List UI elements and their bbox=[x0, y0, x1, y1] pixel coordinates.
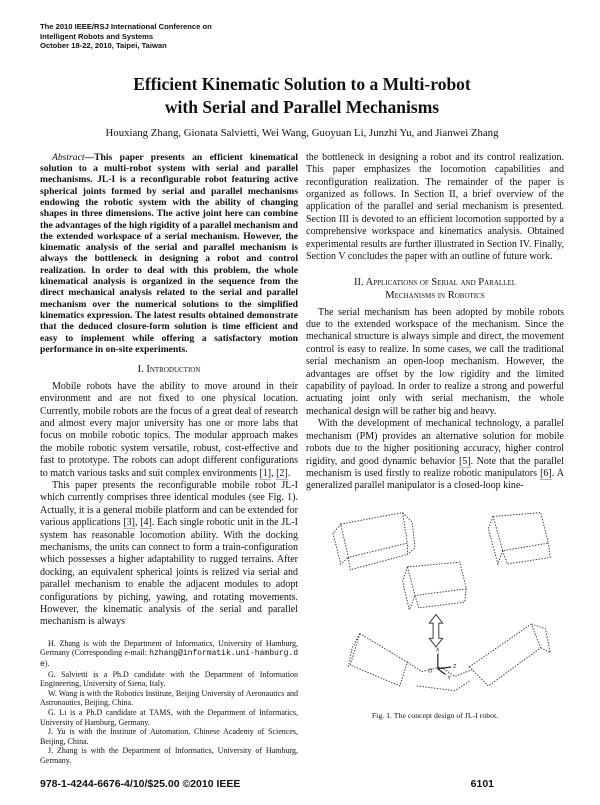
paragraph: Mobile robots have the ability to move a… bbox=[40, 381, 298, 480]
robot-module-top-left bbox=[332, 511, 416, 571]
citation-link[interactable]: [5] bbox=[458, 455, 471, 468]
conference-line: October 18-22, 2010, Taipei, Taiwan bbox=[40, 41, 167, 51]
abstract: Abstract—This paper presents an efficien… bbox=[40, 152, 298, 355]
conference-info: The 2010 IEEE/RSJ International Conferen… bbox=[40, 22, 564, 51]
right-column: the bottleneck in designing a robot and … bbox=[306, 152, 564, 766]
isbn-copyright: 978-1-4244-6676-4/10/$25.00 ©2010 IEEE bbox=[40, 777, 241, 790]
citation-link[interactable]: [1] bbox=[259, 467, 272, 480]
footnote: W. Wang is with the Robotics Institute, … bbox=[40, 688, 298, 708]
paragraph: the bottleneck in designing a robot and … bbox=[306, 151, 564, 263]
axis-label-x: X bbox=[436, 647, 440, 653]
double-arrow-icon bbox=[428, 613, 444, 648]
robot-module-center bbox=[402, 561, 468, 612]
paragraph: This paper presents the reconfigurable m… bbox=[40, 480, 298, 629]
citation-link[interactable]: [3] bbox=[123, 517, 135, 530]
text: , bbox=[271, 467, 277, 479]
text: This paper presents the reconfigurable m… bbox=[40, 479, 298, 529]
footnote: G. Li is a Ph.D candidate at TAMS, with … bbox=[40, 708, 298, 727]
figure-caption: Fig. 1. The concept design of JL-I robot… bbox=[371, 710, 499, 720]
email-link[interactable]: hzhang@informatik.uni-hamburg.de bbox=[40, 649, 298, 670]
text: ). bbox=[44, 659, 50, 669]
paragraph: With the development of mechanical techn… bbox=[306, 418, 564, 492]
citation-link[interactable]: [6] bbox=[540, 467, 552, 480]
title-line: with Serial and Parallel Mechanisms bbox=[164, 96, 440, 117]
robot-train-configuration bbox=[347, 623, 551, 691]
footnote: J. Yu is with the Institute of Automatio… bbox=[40, 727, 298, 746]
author-list: Houxiang Zhang, Gionata Salvietti, Wei W… bbox=[105, 126, 499, 139]
figure-robot-concept: X Z Y O bbox=[332, 511, 551, 691]
robot-module-top-right bbox=[487, 511, 551, 566]
axis-label-y: Y bbox=[447, 675, 451, 681]
page-footer: 978-1-4244-6676-4/10/$25.00 ©2010 IEEE 6… bbox=[40, 778, 494, 791]
abstract-text: —This paper presents an efficient kinema… bbox=[40, 151, 298, 355]
citation-link[interactable]: [4] bbox=[140, 517, 152, 530]
text: , bbox=[134, 517, 141, 529]
footnote: G. Salvietti is a Ph.D candidate with th… bbox=[40, 669, 298, 689]
heading-line: II. Applications of Serial and Parallel bbox=[354, 277, 516, 289]
text: . Each single robotic unit in the JL-I s… bbox=[40, 517, 298, 628]
axis-label-origin: O bbox=[428, 668, 432, 674]
left-column: Abstract—This paper presents an efficien… bbox=[40, 152, 298, 766]
footnotes: H. Zhang is with the Department of Infor… bbox=[40, 639, 298, 766]
text: H. Zhang is with the Department of Infor… bbox=[40, 638, 298, 658]
coordinate-axes bbox=[437, 653, 452, 675]
axis-label-z: Z bbox=[453, 664, 457, 670]
text: . Note that the parallel mechanism is us… bbox=[306, 455, 564, 479]
section-heading-introduction: I. Introduction bbox=[137, 364, 201, 376]
text: With the development of mechanical techn… bbox=[306, 418, 564, 467]
page-number: 6101 bbox=[470, 777, 494, 790]
footnote: H. Zhang is with the Department of Infor… bbox=[40, 639, 298, 670]
paragraph: The serial mechanism has been adopted by… bbox=[306, 306, 564, 417]
heading-line: Mechanisms in Robotics bbox=[385, 290, 485, 302]
two-column-body: Abstract—This paper presents an efficien… bbox=[40, 152, 564, 766]
title-line: Efficient Kinematic Solution to a Multi-… bbox=[133, 73, 471, 94]
conference-line: Intelligent Robots and Systems bbox=[40, 31, 154, 41]
abstract-label: Abstract bbox=[52, 151, 85, 163]
text: . A generalized parallel manipulator is … bbox=[306, 467, 565, 492]
paper-title: Efficient Kinematic Solution to a Multi-… bbox=[40, 73, 564, 119]
conference-line: The 2010 IEEE/RSJ International Conferen… bbox=[40, 22, 212, 31]
footnote: J. Zhang is with the Department of Infor… bbox=[40, 746, 298, 765]
text: Mobile robots have the ability to move a… bbox=[40, 380, 298, 479]
text: . bbox=[287, 467, 291, 479]
citation-link[interactable]: [2] bbox=[276, 467, 288, 480]
